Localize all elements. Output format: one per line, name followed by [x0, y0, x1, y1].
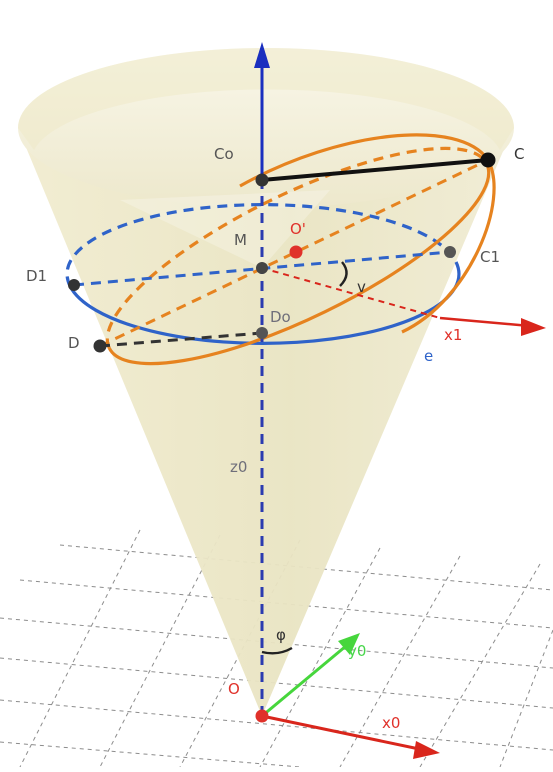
cone-inner-back	[18, 48, 514, 150]
segment-D-C	[99, 158, 489, 348]
label-z0: z0	[230, 458, 247, 476]
angle-phi-arc	[261, 646, 293, 655]
point-C1[interactable]	[444, 246, 456, 258]
label-C: C	[514, 145, 524, 163]
circle-e-back	[65, 203, 458, 287]
point-D[interactable]	[93, 339, 107, 353]
label-Co: Co	[214, 145, 234, 163]
label-x1: x1	[444, 326, 462, 344]
cone-inner-shade	[120, 190, 330, 268]
segment-Co-C	[261, 158, 489, 182]
x0-axis	[261, 714, 425, 752]
label-O-prime: O'	[290, 220, 306, 238]
label-D1: D1	[26, 267, 47, 285]
orange-ellipse-right-arc	[401, 159, 496, 334]
orange-ellipse-upper-arc	[239, 133, 490, 188]
y0-axis	[261, 644, 347, 718]
label-angle-nu: v	[357, 278, 366, 296]
x1-axis	[439, 316, 531, 328]
label-angle-phi: φ	[276, 626, 286, 644]
point-Co[interactable]	[255, 173, 269, 187]
label-C1: C1	[480, 248, 500, 266]
point-M[interactable]	[256, 262, 268, 274]
label-e: e	[424, 347, 433, 365]
label-y0: y0	[348, 642, 366, 660]
point-Do[interactable]	[256, 327, 268, 339]
segment-M-x1	[261, 267, 441, 319]
point-O-prime[interactable]	[289, 245, 303, 259]
orange-ellipse-front	[107, 163, 491, 366]
label-x0: x0	[382, 714, 400, 732]
label-M: M	[234, 231, 247, 249]
orange-ellipse-back	[105, 146, 489, 349]
x1-axis-arrow	[521, 318, 546, 336]
label-D: D	[68, 334, 80, 352]
y0-axis-arrow	[338, 633, 360, 655]
point-D1[interactable]	[68, 279, 80, 291]
point-O[interactable]	[255, 709, 269, 723]
label-O: O	[228, 680, 240, 698]
x0-axis-arrow	[413, 741, 440, 759]
point-C[interactable]	[480, 152, 496, 168]
angle-nu-arc	[339, 261, 348, 287]
label-Do: Do	[270, 308, 291, 326]
z-axis-arrow	[254, 42, 270, 68]
